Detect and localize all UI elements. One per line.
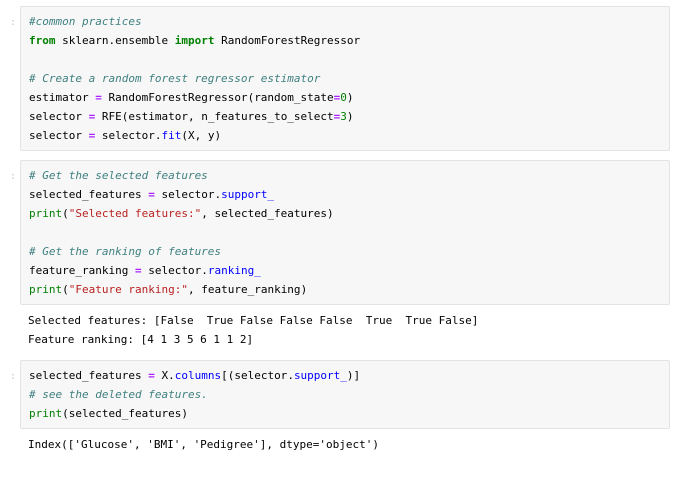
- output-prompt-3: [0, 429, 20, 436]
- cell-prompt-2: :: [9, 171, 16, 182]
- cell-output-wrap-2: Selected features: [False True False Fal…: [0, 305, 684, 355]
- cell-source-2[interactable]: # Get the selected features selected_fea…: [29, 169, 334, 296]
- cell-input-area-3[interactable]: selected_features = X.columns[(selector.…: [20, 360, 670, 429]
- cell-output-wrap-3: Index(['Glucose', 'BMI', 'Pedigree'], dt…: [0, 429, 684, 460]
- output-prompt-2: [0, 305, 20, 312]
- cell-prompt-3: :: [9, 371, 16, 382]
- cell-source-1[interactable]: #common practices from sklearn.ensemble …: [29, 15, 361, 142]
- output-line-2-0: Selected features: [False True False Fal…: [28, 314, 479, 327]
- cell-output-area-2: Selected features: [False True False Fal…: [20, 305, 670, 355]
- code-cell-1[interactable]: : #common practices from sklearn.ensembl…: [0, 6, 684, 151]
- cell-input-area-2[interactable]: # Get the selected features selected_fea…: [20, 160, 670, 305]
- cell-prompt-1: :: [9, 17, 16, 28]
- code-cell-2[interactable]: : # Get the selected features selected_f…: [0, 160, 684, 305]
- cell-output-area-3: Index(['Glucose', 'BMI', 'Pedigree'], dt…: [20, 429, 670, 460]
- output-line-3-0: Index(['Glucose', 'BMI', 'Pedigree'], dt…: [28, 438, 379, 451]
- cell-input-area-1[interactable]: #common practices from sklearn.ensemble …: [20, 6, 670, 151]
- output-line-2-1: Feature ranking: [4 1 3 5 6 1 1 2]: [28, 333, 254, 346]
- cell-gap-1: [0, 151, 684, 160]
- code-cell-3[interactable]: : selected_features = X.columns[(selecto…: [0, 360, 684, 429]
- cell-source-3[interactable]: selected_features = X.columns[(selector.…: [29, 369, 361, 420]
